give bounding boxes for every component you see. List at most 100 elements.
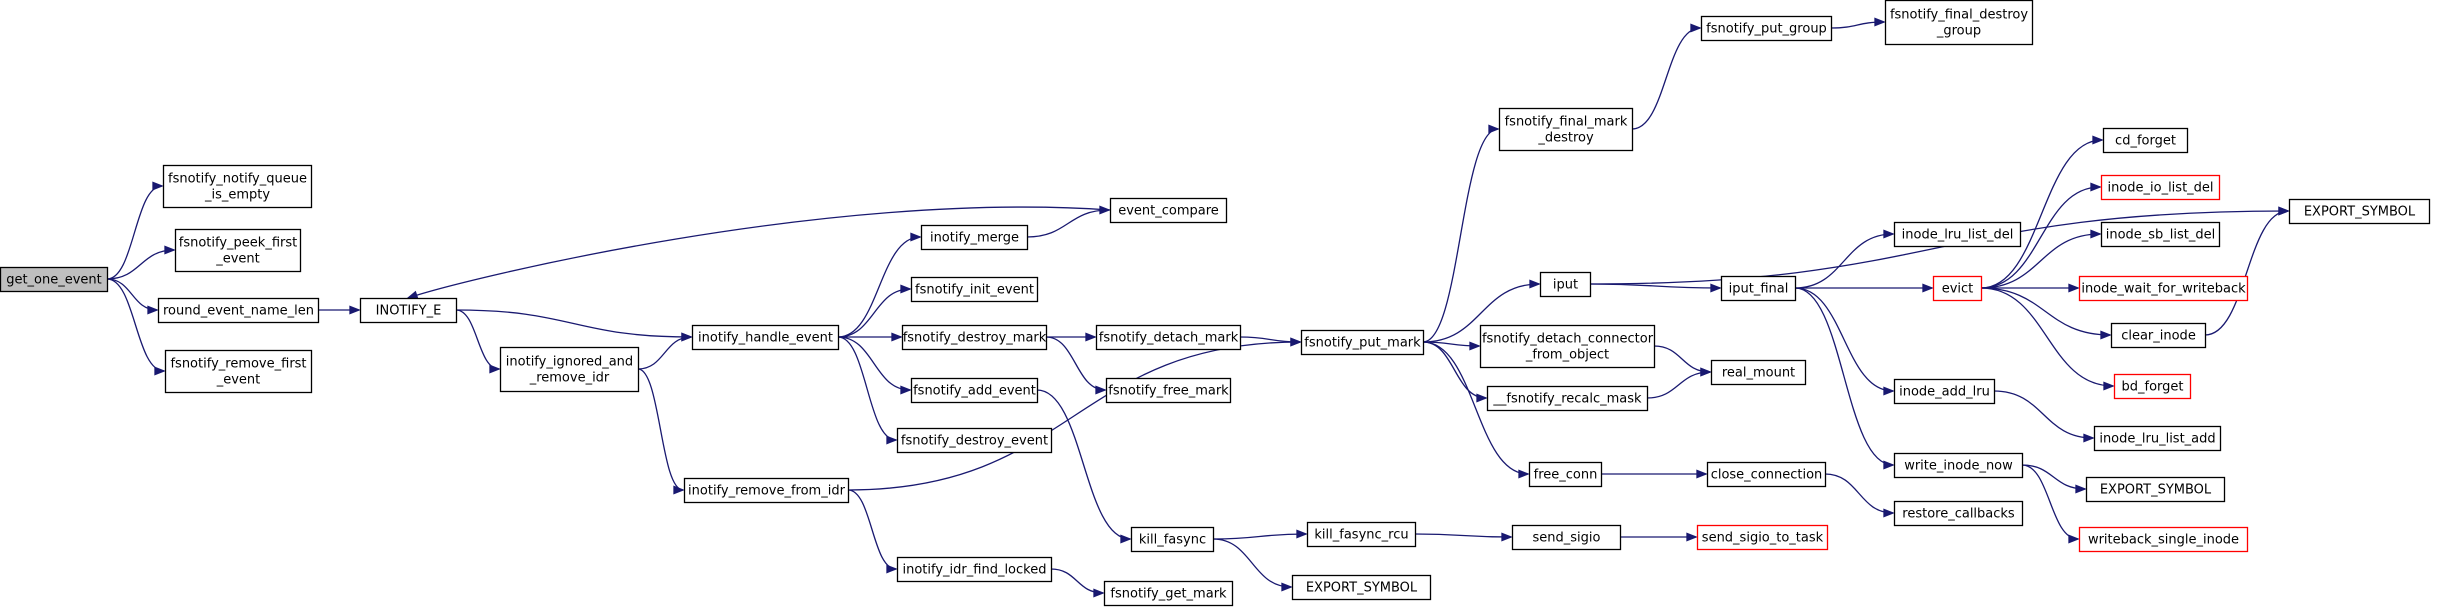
node-fsnotify-init-event[interactable]: fsnotify_init_event	[910, 276, 1039, 303]
node-inode-lru-list-add[interactable]: inode_lru_list_add	[2093, 425, 2222, 452]
node-fsnotify-get-mark[interactable]: fsnotify_get_mark	[1103, 580, 1234, 607]
edge-INOTIFY-E-to-inotify-handle-event	[455, 309, 693, 342]
edge-evict-to-clear-inode	[1980, 287, 2112, 340]
node-real-mount[interactable]: real_mount	[1710, 359, 1807, 386]
node-fsnotify-peek-first-event[interactable]: fsnotify_peek_first_event	[174, 228, 302, 273]
node-label: fsnotify_detach_mark	[1099, 331, 1239, 346]
node-label: inotify_handle_event	[698, 331, 833, 346]
node-fsnotify-add-event[interactable]: fsnotify_add_event	[910, 377, 1039, 404]
node-label: _event	[216, 373, 261, 388]
node-label: INOTIFY_E	[376, 304, 442, 319]
node-fsnotify-put-group[interactable]: fsnotify_put_group	[1700, 15, 1833, 42]
node-kill-fasync-rcu[interactable]: kill_fasync_rcu	[1306, 521, 1417, 548]
node-evict[interactable]: evict	[1932, 275, 1983, 302]
node-label: inode_wait_for_writeback	[2081, 282, 2246, 297]
node-fsnotify-final-mark-destroy[interactable]: fsnotify_final_mark_destroy	[1498, 107, 1634, 152]
node-box	[1528, 461, 1603, 488]
node-box	[162, 164, 313, 209]
node-inode-lru-list-del[interactable]: inode_lru_list_del	[1893, 221, 2022, 248]
node-box	[174, 228, 302, 273]
node-label: fsnotify_put_mark	[1304, 336, 1421, 351]
node-fsnotify-put-mark[interactable]: fsnotify_put_mark	[1300, 329, 1425, 356]
node-send-sigio[interactable]: send_sigio	[1511, 524, 1622, 551]
edge-inotify-ignored-and-remove-idr-to-inotify-remove-from-idr	[637, 368, 685, 495]
node-export-symbol-kf[interactable]: EXPORT_SYMBOL	[1291, 574, 1432, 601]
node-inotify-merge[interactable]: inotify_merge	[920, 224, 1029, 251]
node-box	[1893, 452, 2024, 479]
node-writeback-single-inode[interactable]: writeback_single_inode	[2078, 526, 2249, 553]
node-box	[1884, 0, 2034, 46]
node-box	[1893, 378, 1996, 405]
node-label: clear_inode	[2121, 329, 2196, 344]
edge-fsnotify-recalc-mask-to-real-mount	[1646, 367, 1712, 399]
node-kill-fasync[interactable]: kill_fasync	[1130, 526, 1215, 553]
node-box	[1306, 521, 1417, 548]
node-box	[920, 224, 1029, 251]
node-fsnotify-final-destroy-group[interactable]: fsnotify_final_destroy_group	[1884, 0, 2034, 46]
node-label: fsnotify_init_event	[915, 283, 1034, 298]
node-inode-io-list-del[interactable]: inode_io_list_del	[2100, 174, 2221, 201]
node-inode-wait-for-writeback[interactable]: inode_wait_for_writeback	[2078, 275, 2249, 302]
node-inotify-remove-from-idr[interactable]: inotify_remove_from_idr	[683, 477, 850, 504]
node-fsnotify-free-mark[interactable]: fsnotify_free_mark	[1105, 377, 1232, 404]
edge-INOTIFY-E-to-inotify-ignored-and-remove-idr	[455, 309, 501, 374]
node-label: fsnotify_get_mark	[1110, 587, 1227, 602]
node-label: _remove_idr	[529, 371, 610, 386]
node-inotify-ignored-and-remove-idr[interactable]: inotify_ignored_and_remove_idr	[499, 346, 640, 393]
node-get-one-event[interactable]: get_one_event	[0, 266, 109, 293]
node-box	[1893, 221, 2022, 248]
node-iput-final[interactable]: iput_final	[1720, 275, 1797, 302]
node-inode-sb-list-del[interactable]: inode_sb_list_del	[2100, 221, 2221, 248]
node-clear-inode[interactable]: clear_inode	[2110, 322, 2207, 349]
node-fsnotify-detach-mark[interactable]: fsnotify_detach_mark	[1095, 324, 1242, 351]
node-label: EXPORT_SYMBOL	[1306, 581, 1418, 596]
node-box	[1300, 329, 1425, 356]
edge-kill-fasync-rcu-to-send-sigio	[1414, 532, 1513, 542]
node-fsnotify-remove-first-event[interactable]: fsnotify_remove_first_event	[164, 349, 313, 394]
node-bd-forget[interactable]: bd_forget	[2113, 373, 2192, 400]
node-fsnotify-destroy-mark[interactable]: fsnotify_destroy_mark	[901, 324, 1048, 351]
node-label: inotify_ignored_and	[506, 355, 633, 370]
node-restore-callbacks[interactable]: restore_callbacks	[1893, 500, 2024, 527]
node-box	[683, 477, 850, 504]
edge-inotify-handle-event-to-fsnotify-init-event	[837, 284, 912, 338]
node-label: event_compare	[1118, 204, 1219, 219]
node-export-symbol-win[interactable]: EXPORT_SYMBOL	[2085, 476, 2226, 503]
node-fsnotify-detach-connector-from-object[interactable]: fsnotify_detach_connector_from_object	[1479, 324, 1656, 369]
node-inotify-idr-find-locked[interactable]: inotify_idr_find_locked	[896, 556, 1053, 583]
node-inotify-handle-event[interactable]: inotify_handle_event	[691, 324, 840, 351]
node-write-inode-now[interactable]: write_inode_now	[1893, 452, 2024, 479]
node-close-connection[interactable]: close_connection	[1706, 461, 1827, 488]
node-box	[2093, 425, 2222, 452]
edge-inotify-handle-event-to-inotify-merge	[837, 232, 922, 338]
node-box	[1511, 524, 1622, 551]
node-INOTIFY-E[interactable]: INOTIFY_E	[359, 297, 458, 324]
node-box	[1700, 15, 1833, 42]
node-fsnotify-notify-queue-is-empty[interactable]: fsnotify_notify_queue_is_empty	[162, 164, 313, 209]
node-export-symbol-main[interactable]: EXPORT_SYMBOL	[2288, 198, 2431, 225]
node-label: close_connection	[1711, 468, 1823, 483]
call-edges	[106, 17, 2290, 598]
node-box	[910, 276, 1039, 303]
edge-get-one-event-to-fsnotify-remove-first-event	[106, 278, 166, 376]
edge-close-connection-to-restore-callbacks	[1824, 473, 1895, 518]
node-box	[1539, 271, 1592, 298]
node-box	[1109, 197, 1228, 224]
node-round-event-name-len[interactable]: round_event_name_len	[157, 297, 320, 324]
node-box	[1498, 107, 1634, 152]
node-send-sigio-to-task[interactable]: send_sigio_to_task	[1696, 524, 1829, 551]
node-label: fsnotify_final_destroy	[1890, 8, 2028, 23]
node-cd-forget[interactable]: cd_forget	[2102, 127, 2189, 154]
node-label: fsnotify_free_mark	[1108, 384, 1229, 399]
node-fsnotify-destroy-event[interactable]: fsnotify_destroy_event	[896, 427, 1053, 454]
node-fsnotify-recalc-mask[interactable]: __fsnotify_recalc_mask	[1486, 385, 1649, 412]
node-box	[1291, 574, 1432, 601]
node-iput[interactable]: iput	[1539, 271, 1592, 298]
node-label: _from_object	[1525, 348, 1609, 363]
node-event-compare[interactable]: event_compare	[1109, 197, 1228, 224]
edge-fsnotify-detach-mark-to-fsnotify-put-mark	[1239, 336, 1302, 347]
node-label: get_one_event	[6, 273, 102, 288]
node-free-conn[interactable]: free_conn	[1528, 461, 1603, 488]
node-label: kill_fasync	[1139, 533, 1206, 548]
node-inode-add-lru[interactable]: inode_add_lru	[1893, 378, 1996, 405]
